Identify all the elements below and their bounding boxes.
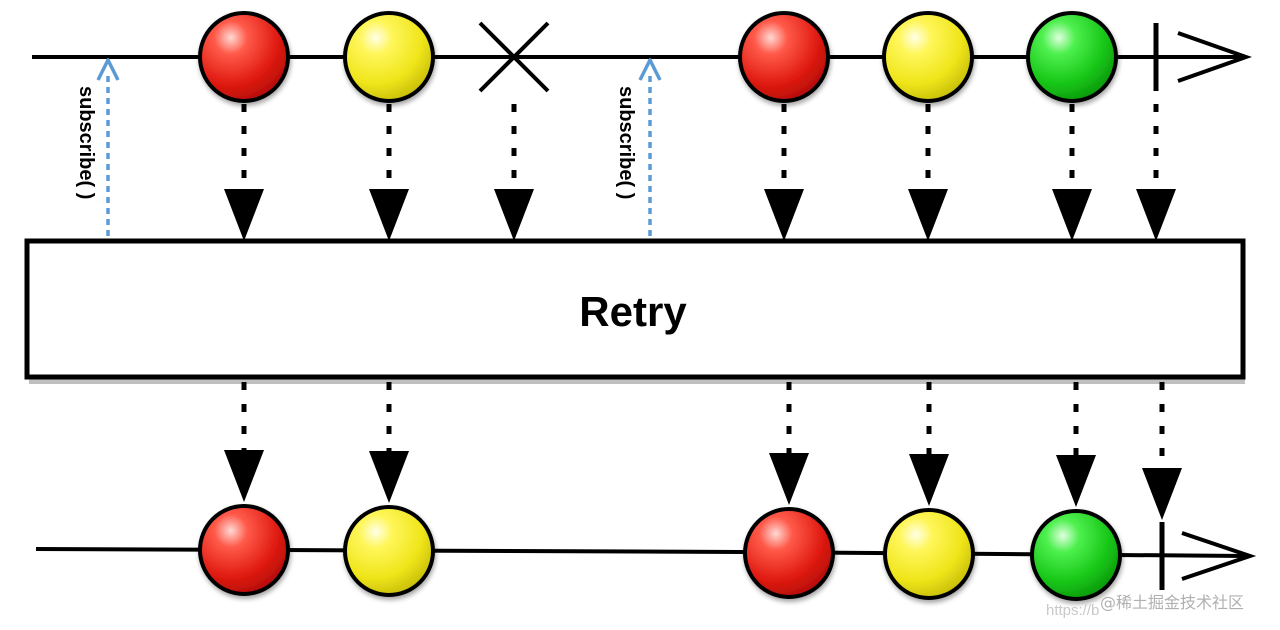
arrow-into-operator-6	[1052, 104, 1092, 241]
subscribe-arrow-second: subscribe( )	[615, 58, 662, 236]
emission-arrows-into-operator	[224, 104, 1176, 241]
arrow-out-of-operator-6	[1142, 382, 1182, 520]
operator-label: Retry	[579, 288, 687, 335]
subscribe-arrows: subscribe( ) subscribe( )	[75, 58, 662, 236]
source-yellow-marble-5	[882, 11, 974, 103]
source-green-marble-6	[1026, 11, 1118, 103]
arrow-into-operator-3	[494, 104, 534, 241]
arrow-into-operator-5	[908, 104, 948, 241]
arrow-out-of-operator-1	[224, 382, 264, 502]
source-yellow-marble-2	[343, 11, 435, 103]
result-events	[198, 504, 1165, 601]
watermark-url: https://b	[1046, 602, 1099, 619]
subscribe-label-second: subscribe( )	[615, 86, 637, 199]
subscribe-arrow-first: subscribe( )	[75, 58, 120, 236]
arrow-out-of-operator-4	[909, 382, 949, 506]
arrow-out-of-operator-3	[769, 382, 809, 505]
watermark: https://b @稀土掘金技术社区	[1046, 593, 1244, 619]
arrow-into-operator-4	[764, 104, 804, 241]
source-error-marker-3	[478, 21, 550, 93]
arrow-into-operator-7	[1136, 104, 1176, 241]
source-red-marble-1	[198, 11, 290, 103]
subscribe-label-first: subscribe( )	[75, 86, 97, 199]
result-yellow-marble-4	[883, 508, 975, 600]
result-green-marble-5	[1030, 509, 1122, 601]
watermark-site: @稀土掘金技术社区	[1100, 593, 1244, 612]
source-events	[198, 11, 1159, 103]
emission-arrows-out-of-operator	[224, 382, 1182, 520]
result-red-marble-3	[743, 507, 835, 599]
arrow-out-of-operator-2	[369, 382, 409, 503]
result-red-marble-1	[198, 504, 290, 596]
result-timeline-arrowhead	[1181, 531, 1257, 581]
source-red-marble-4	[738, 11, 830, 103]
source-timeline-arrowhead	[1177, 31, 1253, 83]
arrow-into-operator-1	[224, 104, 264, 241]
result-yellow-marble-2	[343, 505, 435, 597]
operator-box: Retry	[24, 238, 1246, 384]
arrow-into-operator-2	[369, 104, 409, 241]
arrow-out-of-operator-5	[1056, 382, 1096, 507]
